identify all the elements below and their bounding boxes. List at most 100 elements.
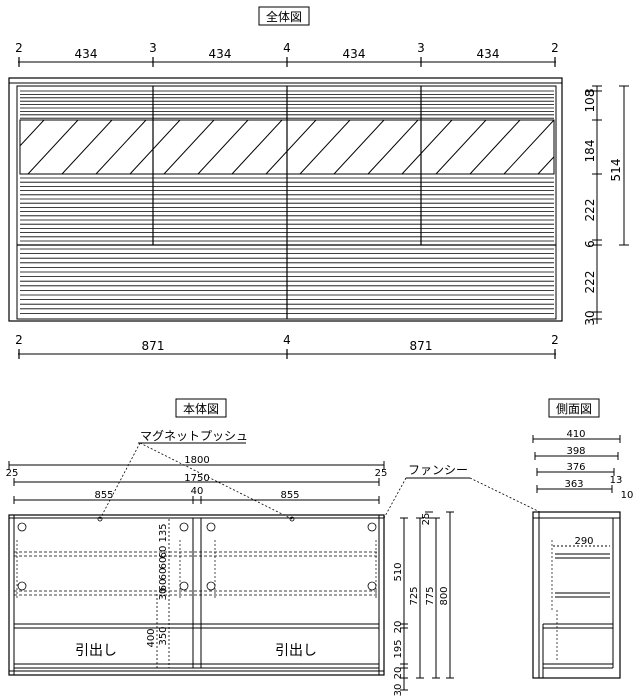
side-shelves (542, 553, 613, 678)
body-view: 本体図 マグネットプッシュ ファンシー 1800 25 25 1750 855 … (6, 398, 541, 697)
body-side-offset-right: 25 (375, 468, 388, 479)
glass-hatch-line-13 (401, 120, 453, 174)
hole-cl2 (179, 581, 189, 591)
overall-bottom-gap-1: 2 (15, 333, 23, 347)
body-cabinet-outline (8, 514, 385, 676)
body-vdim-135: 135 (158, 523, 169, 542)
side-view: 側面図 410 398 376 363 13 10 290 (532, 398, 634, 679)
side-shelf-depth: 290 (574, 536, 593, 547)
side-width-398: 398 (566, 446, 585, 457)
fancy-leader-front (383, 477, 407, 519)
body-vdim-30: 30 (158, 588, 169, 601)
glass-hatch-line-17 (537, 155, 554, 174)
hole-l2 (17, 581, 27, 591)
glass-hatch-line-7 (197, 120, 249, 174)
side-small-10: 10 (621, 490, 634, 501)
overall-glass-hatch (20, 120, 554, 174)
glass-hatch-line-5 (129, 120, 181, 174)
overall-top-ticks (18, 57, 556, 67)
side-ticks (532, 435, 621, 493)
body-vdim-350: 350 (158, 626, 169, 645)
fancy-leader-side (469, 477, 541, 513)
overall-gap-1: 2 (15, 41, 23, 55)
overall-right-dim-30: 30 (583, 310, 597, 325)
body-rdim-25: 25 (421, 513, 432, 526)
magnet-leader-left (99, 442, 141, 520)
overall-right-dim-6: 6 (583, 240, 597, 248)
overall-title-box (258, 6, 310, 26)
glass-hatch-line-15 (469, 120, 521, 174)
overall-bottom-gap-2: 4 (283, 333, 291, 347)
body-center-gap: 40 (191, 486, 204, 497)
overall-title: 全体図 (266, 9, 302, 24)
overall-gap-5: 2 (551, 41, 559, 55)
overall-bottom-gap-3: 2 (551, 333, 559, 347)
body-vdim-60d: 60 (158, 579, 169, 592)
overall-gap-2: 3 (149, 41, 157, 55)
magnet-dot-right (289, 516, 295, 522)
glass-hatch-line-6 (163, 120, 215, 174)
overall-panel-width-1: 434 (75, 47, 98, 61)
overall-gap-4: 3 (417, 41, 425, 55)
glass-hatch-line-11 (333, 120, 385, 174)
glass-hatch-line-8 (231, 120, 283, 174)
side-title: 側面図 (556, 402, 592, 416)
glass-hatch-line-4 (95, 120, 147, 174)
side-width-376: 376 (566, 462, 585, 473)
body-rtotal-800: 800 (439, 586, 450, 605)
overall-right-ticks (592, 85, 629, 320)
glass-hatch-line-16 (503, 120, 554, 174)
overall-cabinet-outline (8, 77, 563, 322)
glass-hatch-line-9 (265, 120, 317, 174)
glass-hatch-line-2 (27, 120, 79, 174)
hole-r1 (367, 522, 377, 532)
overall-right-dim-222b: 222 (583, 271, 597, 294)
body-total-width: 1800 (184, 455, 209, 466)
body-rdim-195: 195 (393, 639, 404, 658)
overall-right-dim-184: 184 (583, 140, 597, 163)
body-hinge-holes (17, 516, 377, 591)
glass-hatch-line-14 (435, 120, 487, 174)
body-vdim-400: 400 (146, 628, 157, 647)
fancy-label: ファンシー (408, 463, 468, 477)
hole-r2 (367, 581, 377, 591)
overall-right-dim-222a: 222 (583, 199, 597, 222)
overall-bottom-width-2: 871 (410, 339, 433, 353)
body-vdim-60a: 60 (158, 546, 169, 559)
body-vdim-60c: 60 (158, 568, 169, 581)
overall-panel-width-4: 434 (477, 47, 500, 61)
hole-cr2 (206, 581, 216, 591)
magnet-dot-left (97, 516, 103, 522)
glass-hatch-line-1 (20, 120, 45, 147)
drawer-label-right: 引出し (275, 643, 317, 659)
overall-gap-3: 4 (283, 41, 291, 55)
glass-hatch-line-10 (299, 120, 351, 174)
body-rtotal-725: 725 (409, 586, 420, 605)
body-rtotal-775: 775 (425, 586, 436, 605)
side-title-box (548, 398, 600, 418)
body-half-left: 855 (94, 490, 113, 501)
body-inner-width: 1750 (184, 473, 209, 484)
side-small-13: 13 (610, 475, 623, 486)
glass-hatch-line-12 (367, 120, 419, 174)
overall-panel-width-2: 434 (209, 47, 232, 61)
glass-hatch-line-3 (61, 120, 113, 174)
body-rdim-20a: 20 (393, 621, 404, 634)
overall-view: 全体図 2 3 4 3 2 434 434 434 434 2 4 2 871 (8, 6, 629, 359)
side-width-363: 363 (564, 479, 583, 490)
overall-right-total: 514 (609, 159, 623, 182)
body-rdim-510: 510 (393, 562, 404, 581)
hole-l1 (17, 522, 27, 532)
body-vdim-60b: 60 (158, 557, 169, 570)
side-cabinet-outline (532, 511, 621, 679)
body-title: 本体図 (183, 402, 219, 416)
hole-cl1 (179, 522, 189, 532)
overall-right-dim-3: 3 (583, 88, 597, 96)
overall-bottom-ticks (18, 349, 556, 359)
hole-cr1 (206, 522, 216, 532)
body-rdim-20b: 20 (393, 667, 404, 680)
body-rdim-30: 30 (393, 684, 404, 697)
side-width-410: 410 (566, 429, 585, 440)
overall-panel-width-3: 434 (343, 47, 366, 61)
